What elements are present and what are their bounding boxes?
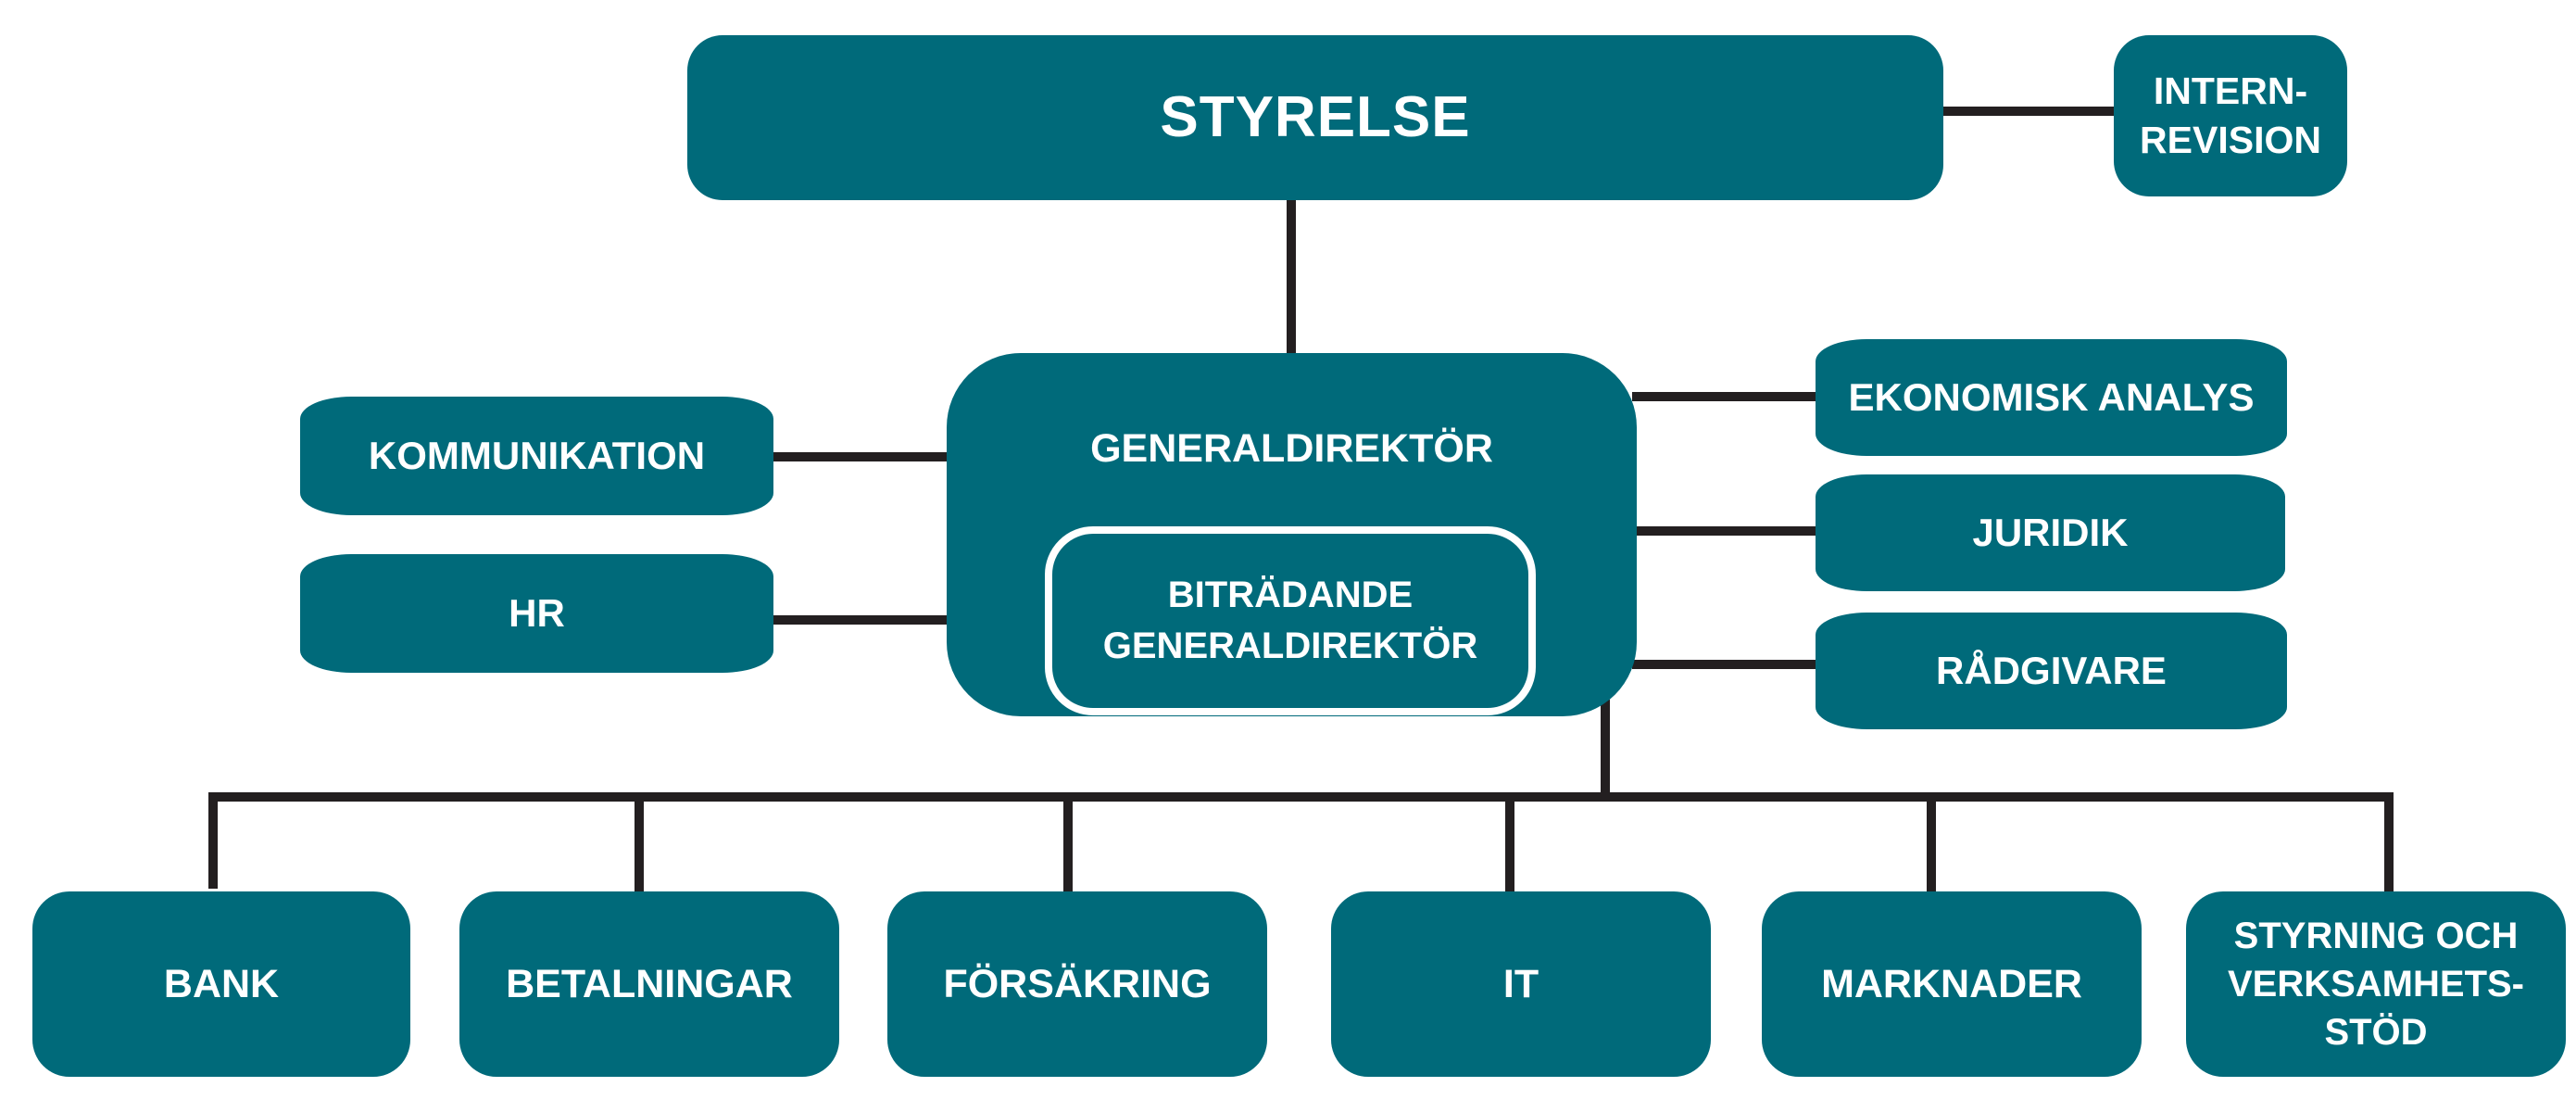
hr-box: HR: [300, 554, 773, 673]
board-label: STYRELSE: [1160, 85, 1471, 150]
advisers-box: RÅDGIVARE: [1816, 613, 2287, 729]
department-bank-label: BANK: [163, 961, 280, 1006]
department-payments-label: BETALNINGAR: [506, 961, 793, 1006]
deputy-director-general-label-line-2: GENERALDIREKTÖR: [1102, 626, 1478, 666]
legal-box: JURIDIK: [1816, 474, 2285, 591]
deputy-director-general-label-line-1: BITRÄDANDE: [1167, 574, 1414, 615]
department-markets-label: MARKNADER: [1821, 961, 2082, 1006]
department-governance-label-line-2: VERKSAMHETS-: [2227, 964, 2525, 1005]
economic-analysis-label: EKONOMISK ANALYS: [1848, 375, 2255, 420]
hr-label: HR: [509, 591, 565, 636]
department-insurance-label: FÖRSÄKRING: [943, 961, 1212, 1006]
internal-audit-label-line-2: REVISION: [2140, 119, 2321, 161]
deputy-director-general-box: BITRÄDANDE GENERALDIREKTÖR: [1045, 526, 1536, 715]
communication-box: KOMMUNIKATION: [300, 397, 773, 515]
deputy-director-general-label: BITRÄDANDE GENERALDIREKTÖR: [1103, 570, 1477, 672]
department-it-box: IT: [1331, 891, 1711, 1077]
internal-audit-label-line-1: INTERN-: [2153, 69, 2308, 112]
director-general-label: GENERALDIREKTÖR: [1090, 426, 1493, 471]
department-governance-label-line-3: STÖD: [2324, 1012, 2428, 1053]
department-it-label: IT: [1502, 961, 1539, 1006]
board-box: STYRELSE: [687, 35, 1943, 200]
department-bank-box: BANK: [32, 891, 410, 1077]
department-payments-box: BETALNINGAR: [459, 891, 839, 1077]
advisers-label: RÅDGIVARE: [1936, 649, 2167, 693]
communication-label: KOMMUNIKATION: [368, 434, 706, 478]
internal-audit-box: INTERN- REVISION: [2114, 35, 2347, 196]
internal-audit-label: INTERN- REVISION: [2140, 67, 2321, 166]
department-insurance-box: FÖRSÄKRING: [887, 891, 1267, 1077]
legal-label: JURIDIK: [1972, 511, 2129, 555]
department-governance-label-line-1: STYRNING OCH: [2233, 916, 2519, 956]
economic-analysis-box: EKONOMISK ANALYS: [1816, 339, 2287, 456]
department-markets-box: MARKNADER: [1762, 891, 2142, 1077]
department-governance-label: STYRNING OCH VERKSAMHETS- STÖD: [2228, 912, 2524, 1056]
department-governance-box: STYRNING OCH VERKSAMHETS- STÖD: [2186, 891, 2566, 1077]
